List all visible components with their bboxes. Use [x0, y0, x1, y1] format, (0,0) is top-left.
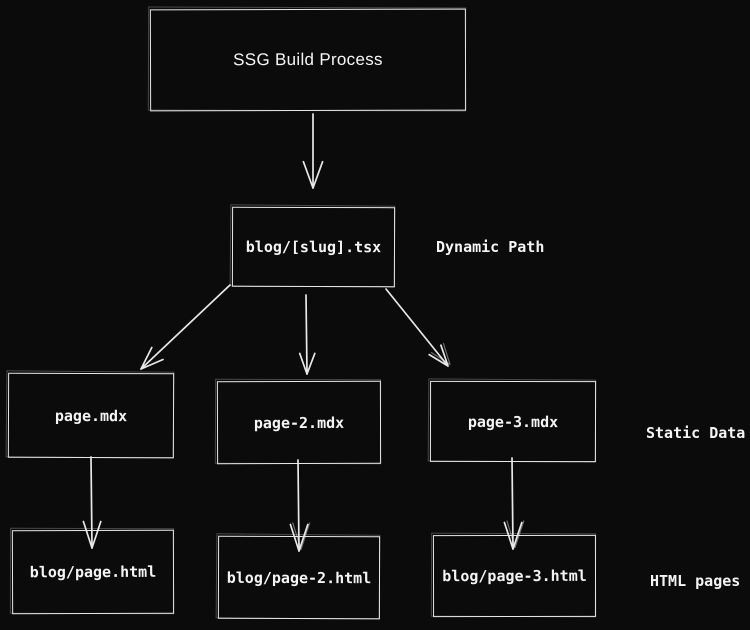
node-page-3-mdx: page-3.mdx — [429, 380, 597, 463]
annotation-dynamic-path: Dynamic Path — [436, 238, 545, 256]
node-page-2-mdx-label: page-2.mdx — [253, 413, 345, 432]
node-ssg-build-process-label: SSG Build Process — [233, 49, 383, 70]
node-blog-page-html-label: blog/page.html — [29, 562, 157, 582]
node-blog-page-2-html-label: blog/page-2.html — [226, 568, 372, 587]
node-page-2-mdx: page-2.mdx — [216, 380, 382, 465]
node-blog-page-3-html-label: blog/page-3.html — [442, 566, 587, 586]
arrow-root-to-slug — [302, 113, 324, 189]
node-blog-page-html: blog/page.html — [11, 529, 175, 615]
annotation-html-pages: HTML pages — [650, 572, 741, 590]
node-blog-slug-tsx: blog/[slug].tsx — [231, 206, 396, 288]
arrow-slug-to-page1 — [140, 284, 231, 370]
node-page-mdx: page.mdx — [7, 372, 175, 459]
node-page-mdx-label: page.mdx — [54, 406, 128, 425]
arrow-slug-to-page3 — [385, 288, 451, 367]
node-page-3-mdx-label: page-3.mdx — [467, 412, 559, 431]
node-blog-slug-tsx-label: blog/[slug].tsx — [245, 237, 382, 257]
node-blog-page-3-html: blog/page-3.html — [432, 534, 597, 618]
node-blog-page-2-html: blog/page-2.html — [217, 535, 381, 620]
annotation-static-data: Static Data — [646, 424, 746, 442]
node-ssg-build-process: SSG Build Process — [149, 8, 467, 112]
arrow-slug-to-page2 — [298, 294, 316, 375]
